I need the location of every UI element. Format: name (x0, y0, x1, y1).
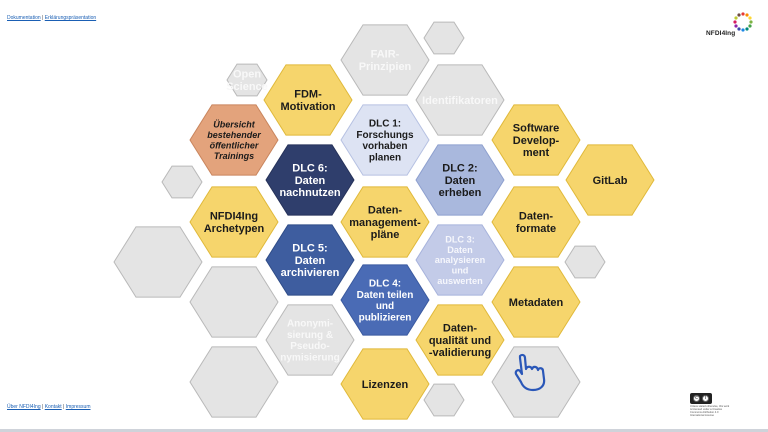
hexagon-empty (564, 245, 606, 279)
hexagon-shape (415, 224, 505, 296)
hexagon-label: Daten-formate (516, 211, 556, 235)
hexagon-empty (189, 266, 279, 338)
hexagon-shape (415, 144, 505, 216)
hexagon-shape (423, 21, 465, 55)
hexagon-gitlab[interactable]: GitLab (565, 144, 655, 216)
hexagon-shape (113, 226, 203, 298)
hexagon-label: FDM-Motivation (281, 89, 336, 113)
nfdi4ing-logo-icon[interactable] (705, 12, 755, 42)
hexagon-fdm-motivation[interactable]: FDM-Motivation (263, 64, 353, 136)
hexagon-metadaten[interactable]: Metadaten (491, 266, 581, 338)
pointing-hand-icon (514, 353, 546, 392)
hexagon-daten-qualität-und-validierung[interactable]: Daten-qualität und-validierung (415, 304, 505, 376)
hexagon-shape (491, 104, 581, 176)
link-separator: | (63, 404, 65, 410)
hexagon-lizenzen[interactable]: Lizenzen (340, 348, 430, 420)
hexagon-shape (189, 104, 279, 176)
hexagon-shape (226, 63, 268, 97)
hexagon-empty (423, 21, 465, 55)
hexagon-shape (415, 304, 505, 376)
hexagon-shape (263, 64, 353, 136)
contact-link[interactable]: Kontakt (44, 404, 62, 410)
hexagon-daten-formate[interactable]: Daten-formate (491, 186, 581, 258)
logo-text: NFDI4Ing (706, 30, 736, 37)
hexagon-shape (340, 24, 430, 96)
hexagon-shape (340, 104, 430, 176)
hexagon-empty (113, 226, 203, 298)
hexagon-shape (565, 144, 655, 216)
hexagon-empty (161, 165, 203, 199)
hexagon-daten-management-pläne[interactable]: Daten-management-pläne (340, 186, 430, 258)
hexagon-identifikatoren[interactable]: Identifikatoren (415, 64, 505, 136)
hexagon-label: Lizenzen (362, 379, 409, 391)
hexagon-label: Identifikatoren (422, 95, 498, 107)
hexagon-shape (265, 144, 355, 216)
link-separator: | (42, 15, 44, 21)
hexagon-shape (265, 224, 355, 296)
hexagon-shape (340, 264, 430, 336)
imprint-link[interactable]: Impressum (65, 404, 91, 410)
top-links: Dokumentation | Erklärungspräsentation (7, 15, 96, 21)
hexagon-shape (189, 346, 279, 418)
bottom-bar (0, 429, 768, 432)
hexagon-empty (423, 383, 465, 417)
hexagon-shape (189, 186, 279, 258)
hexagon-label: Metadaten (509, 297, 564, 309)
hexagon-fair-prinzipien[interactable]: FAIR-Prinzipien (340, 24, 430, 96)
hexagon-label: Anonymi-sierung &Pseudo-nymisierung (280, 319, 339, 364)
hexagon-empty (189, 346, 279, 418)
hexagon-empty (491, 346, 581, 418)
hexagon-shape (340, 186, 430, 258)
hexagon-label: Daten-qualität und-validierung (429, 323, 491, 360)
hexagon-label: FAIR-Prinzipien (359, 49, 412, 73)
bottom-links: Über NFDI4Ing | Kontakt | Impressum (7, 404, 91, 410)
hexagon-shape (265, 304, 355, 376)
hexagon-shape (491, 346, 581, 418)
presentation-link[interactable]: Erklärungspräsentation (44, 15, 97, 21)
hexagon-shape (415, 64, 505, 136)
hexagon-anonymi-sierung-pseudo-nymisierung[interactable]: Anonymi-sierung &Pseudo-nymisierung (265, 304, 355, 376)
hexagon-label: Daten-management-pläne (349, 205, 421, 242)
hexagon-shape (491, 186, 581, 258)
hexagon-shape (423, 383, 465, 417)
link-separator: | (42, 404, 44, 410)
about-link[interactable]: Über NFDI4Ing (7, 404, 41, 410)
hexagon-shape (340, 348, 430, 420)
hexagon-shape (161, 165, 203, 199)
hexagon-shape (491, 266, 581, 338)
hexagon-label: GitLab (593, 175, 628, 187)
hexagon-shape (564, 245, 606, 279)
documentation-link[interactable]: Dokumentation (7, 15, 41, 21)
hexagon-shape (189, 266, 279, 338)
license-text: Unless stated otherwise, this work is li… (690, 405, 730, 417)
